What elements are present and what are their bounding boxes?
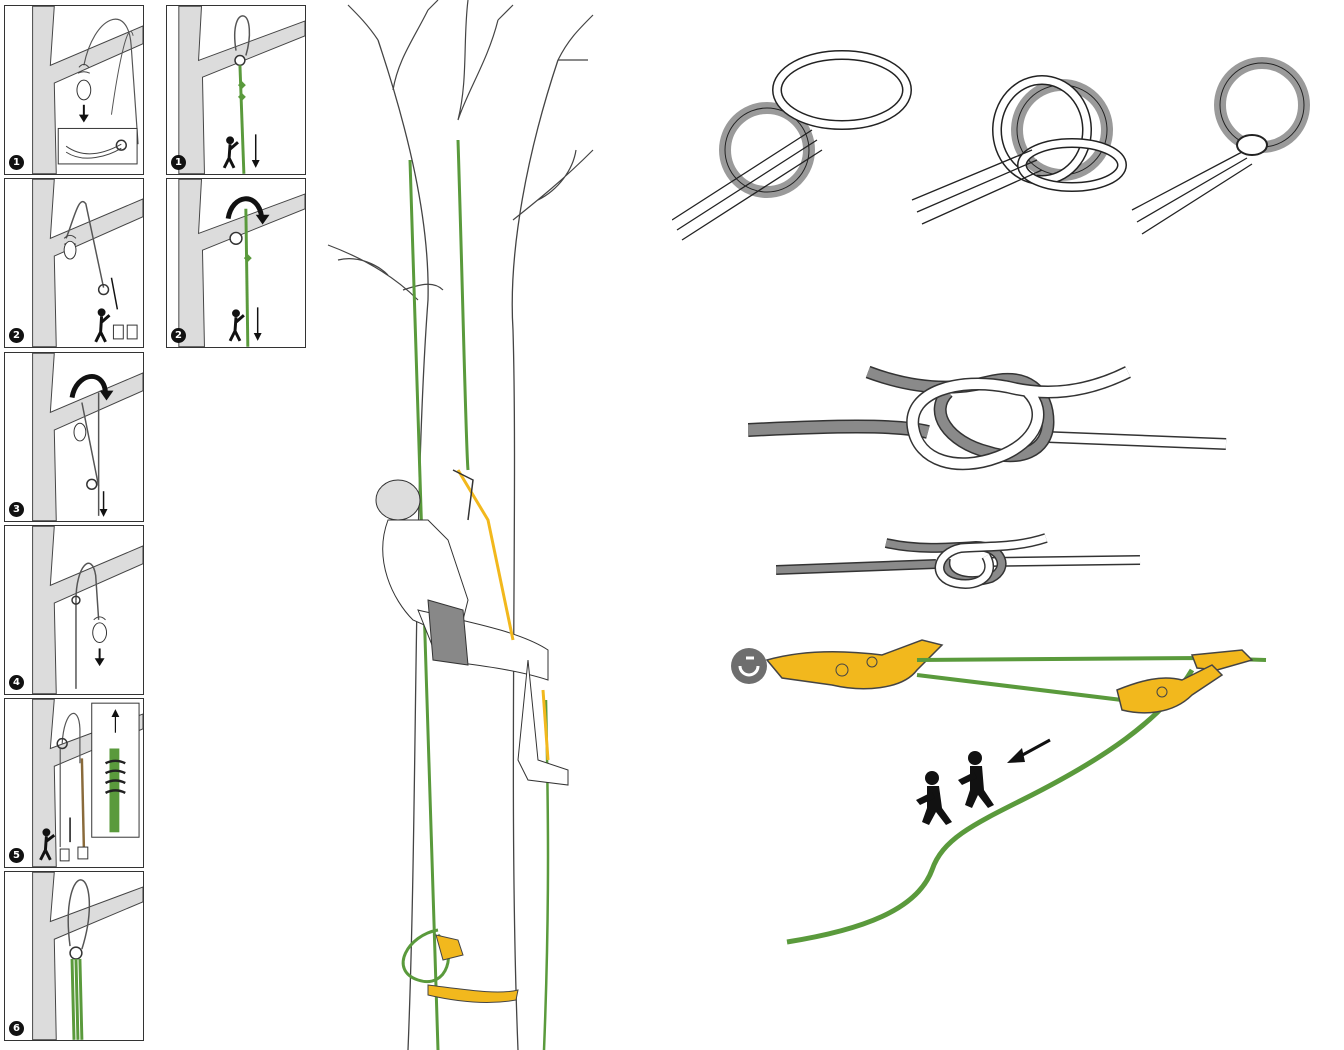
square-knot-tightened-icon	[776, 528, 1142, 598]
pull-line-diagram	[5, 179, 143, 347]
pulley-system-icon	[722, 630, 1268, 950]
step-number-badge: 1	[171, 155, 186, 170]
tree-climber-illustration	[318, 0, 608, 1050]
left-step-6-panel: 6	[4, 871, 144, 1041]
climber-on-tree-icon	[318, 0, 608, 1050]
left-step-5-panel: 5	[4, 698, 144, 868]
climbing-line-installed-diagram	[167, 6, 305, 174]
tie-knot-diagram	[5, 699, 143, 867]
step-number-badge: 4	[9, 675, 24, 690]
haulers-figures	[916, 751, 994, 825]
right-step-1-panel: 1	[166, 5, 306, 175]
pulley-haul-system	[722, 630, 1268, 950]
left-step-2-panel: 2	[4, 178, 144, 348]
step-number-badge: 2	[9, 328, 24, 343]
left-step-4-panel: 4	[4, 525, 144, 695]
throwline-over-branch-diagram	[5, 6, 143, 174]
girth-hitch-on-ring-icon	[672, 40, 1332, 250]
ring-hitch-sequence	[672, 40, 1332, 250]
step-number-badge: 5	[9, 848, 24, 863]
advance-ring-diagram	[167, 179, 305, 347]
step-number-badge: 6	[9, 1021, 24, 1036]
lower-weight-diagram	[5, 526, 143, 694]
step-number-badge: 2	[171, 328, 186, 343]
square-knot-large	[748, 352, 1228, 482]
installed-rope-diagram	[5, 872, 143, 1040]
square-knot-small	[776, 528, 1142, 598]
right-step-2-panel: 2	[166, 178, 306, 348]
step-number-badge: 1	[9, 155, 24, 170]
rope-over-branch-diagram	[5, 353, 143, 521]
step-number-badge: 3	[9, 502, 24, 517]
square-knot-icon	[748, 352, 1228, 482]
left-step-3-panel: 3	[4, 352, 144, 522]
left-step-1-panel: 1	[4, 5, 144, 175]
